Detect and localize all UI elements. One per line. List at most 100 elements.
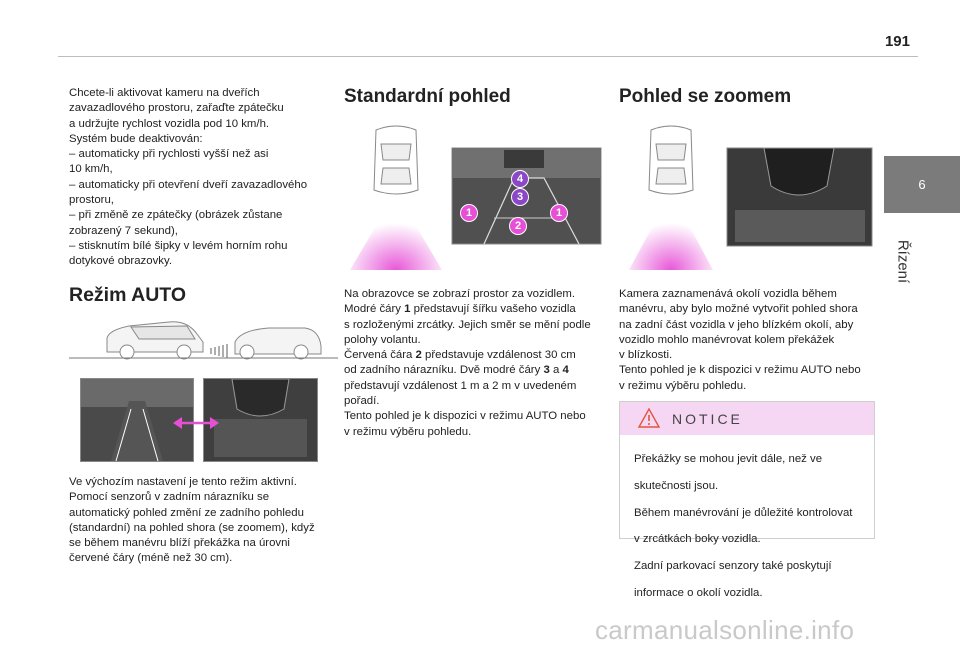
auto-mode-line: Ve výchozím nastavení je tento režim akt… xyxy=(69,476,297,488)
auto-mode-line: se během manévru blíží překážka na úrovn… xyxy=(69,537,290,550)
line-text: s rozloženými zrcátky. Jejich směr se mě… xyxy=(344,318,591,331)
standard-view-heading: Standardní pohled xyxy=(344,86,511,107)
intro-paragraph: Chcete-li aktivovat kameru na dveřích zav… xyxy=(69,86,339,270)
rear-camera-screen xyxy=(80,378,194,462)
chapter-title: Řízení xyxy=(893,218,913,308)
standard-view-line: od zadního nárazníku. Dvě modré čáry 3 a… xyxy=(344,363,606,378)
intro-line: – stisknutím bílé šipky v levém horním r… xyxy=(69,239,288,252)
line-text: představují šířku vašeho vozidla xyxy=(410,303,576,316)
intro-line: – automaticky při rychlosti vyšší než as… xyxy=(69,148,269,161)
notice-line: informace o okolí vozidla. xyxy=(634,586,763,599)
standard-view-line: Tento pohled je k dispozici v režimu AUT… xyxy=(344,409,606,424)
line-text: představuje vzdálenost 30 cm xyxy=(421,349,576,362)
auto-mode-heading: Režim AUTO xyxy=(69,284,187,306)
camera-field-glow xyxy=(629,192,713,270)
warning-icon xyxy=(638,408,660,428)
zoom-view-text: Kamera zaznamenává okolí vozidla během ma… xyxy=(619,287,881,394)
camera-field-glow xyxy=(350,192,442,270)
zoom-view-illustration xyxy=(629,125,873,270)
standard-view-line: představují vzdálenost 1 m a 2 m v uvede… xyxy=(344,379,606,394)
guide-line-marker: 1 xyxy=(460,204,478,222)
line-text: Červená čára xyxy=(344,349,416,362)
standard-view-paragraph: Na obrazovce se zobrazí prostor za vozid… xyxy=(344,287,606,440)
zoom-view-line: Tento pohled je k dispozici v režimu AUT… xyxy=(619,364,861,377)
auto-mode-paragraph: Ve výchozím nastavení je tento režim akt… xyxy=(69,475,339,567)
line-number-ref: 3 xyxy=(543,364,550,377)
line-text: polohy volantu. xyxy=(344,333,421,346)
intro-line: zobrazený 7 sekund), xyxy=(69,224,178,237)
intro-line: Chcete-li aktivovat kameru na dveřích xyxy=(69,87,260,99)
line-text: představují vzdálenost 1 m a 2 m v uvede… xyxy=(344,379,577,392)
auto-mode-line: červené čáry (méně než 30 cm). xyxy=(69,552,233,565)
top-view-image xyxy=(204,379,317,461)
switch-arrow-icon xyxy=(173,417,219,429)
line-number-ref: 4 xyxy=(562,364,569,377)
notice-header: NOTICE xyxy=(620,402,874,435)
notice-line: Překážky se mohou jevit dále, než ve xyxy=(634,453,823,466)
standard-view-line: Červená čára 2 představuje vzdálenost 30… xyxy=(344,348,606,363)
zoom-view-line: vozidlo mohlo manévrovat kolem překážek xyxy=(619,333,835,346)
intro-text: Chcete-li aktivovat kameru na dveřích zav… xyxy=(69,86,339,270)
line-text: Na obrazovce se zobrazí prostor za vozid… xyxy=(344,288,576,300)
line-text: pořadí. xyxy=(344,395,380,408)
car-top-icon xyxy=(373,125,419,195)
line-text: a xyxy=(549,364,563,377)
auto-mode-illustration xyxy=(69,321,338,360)
line-text: Tento pohled je k dispozici v režimu AUT… xyxy=(344,410,586,423)
car-top-icon xyxy=(648,125,694,195)
guide-line-marker: 1 xyxy=(550,204,568,222)
sensor-waves-icon xyxy=(210,344,228,358)
line-text: Modré čáry xyxy=(344,303,405,316)
standard-view-line: Modré čáry 1 představují šířku vašeho vo… xyxy=(344,302,606,317)
rear-view-image xyxy=(81,379,193,461)
line-number-ref: 1 xyxy=(404,303,411,316)
intro-line: zavazadlového prostoru, zařaďte zpátečku xyxy=(69,102,284,115)
guide-line-marker: 3 xyxy=(511,188,529,206)
auto-mode-line: automatický pohled změní ze zadního pohl… xyxy=(69,506,304,519)
notice-line: Zadní parkovací senzory také poskytují xyxy=(634,560,832,573)
guide-line-marker: 2 xyxy=(509,217,527,235)
chapter-tab[interactable]: 6 xyxy=(884,156,960,213)
notice-text: Překážky se mohou jevit dále, než ve skut… xyxy=(620,435,874,601)
watermark: carmanualsonline.info xyxy=(595,615,855,645)
line-text: od zadního nárazníku. Dvě modré čáry xyxy=(344,364,544,377)
intro-line: – při změně ze zpátečky (obrázek zůstane xyxy=(69,209,283,222)
zoom-view-line: na zadní část vozidla v jeho blízkém oko… xyxy=(619,318,854,331)
zoom-view-line: v režimu výběru pohledu. xyxy=(619,379,747,392)
obstacle-car-icon xyxy=(234,327,322,360)
auto-mode-line: Pomocí senzorů v zadním nárazníku se xyxy=(69,491,270,504)
standard-view-line: Na obrazovce se zobrazí prostor za vozid… xyxy=(344,287,606,302)
auto-mode-text: Ve výchozím nastavení je tento režim akt… xyxy=(69,475,339,567)
zoom-view-line: Kamera zaznamenává okolí vozidla během xyxy=(619,288,837,300)
notice-line: Během manévrování je důležité kontrolova… xyxy=(634,506,853,519)
standard-view-text: Na obrazovce se zobrazí prostor za vozid… xyxy=(344,287,606,440)
line-number-ref: 2 xyxy=(415,349,422,362)
zoom-view-paragraph: Kamera zaznamenává okolí vozidla během ma… xyxy=(619,287,881,394)
zoom-view-heading: Pohled se zoomem xyxy=(619,86,792,107)
car-side-icon xyxy=(106,321,204,360)
zoom-view-line: v blízkosti. xyxy=(619,349,673,362)
intro-line: a udržujte rychlost vozidla pod 10 km/h. xyxy=(69,117,270,130)
auto-mode-line: (standardní) na pohled shora (se zoomem)… xyxy=(69,521,315,534)
top-camera-screen xyxy=(203,378,318,462)
notice-line: v zrcátkách boky vozidla. xyxy=(634,533,761,546)
chapter-title-text: Řízení xyxy=(894,239,912,284)
intro-line: 10 km/h, xyxy=(69,163,113,176)
header-divider xyxy=(58,56,918,57)
intro-line: – automaticky při otevření dveří zavazad… xyxy=(69,178,308,191)
standard-view-line: s rozloženými zrcátky. Jejich směr se mě… xyxy=(344,318,606,333)
intro-line: prostoru, xyxy=(69,194,114,207)
notice-title: NOTICE xyxy=(672,411,743,427)
zoom-view-line: manévru, aby bylo možné vytvořit pohled … xyxy=(619,303,858,316)
standard-view-line: pořadí. xyxy=(344,394,606,409)
guide-line-marker: 4 xyxy=(511,170,529,188)
notice-box: NOTICE Překážky se mohou jevit dále, než… xyxy=(619,401,875,599)
line-text: v režimu výběru pohledu. xyxy=(344,425,472,438)
standard-view-line: polohy volantu. xyxy=(344,333,606,348)
standard-view-line: v režimu výběru pohledu. xyxy=(344,425,606,440)
intro-line: dotykové obrazovky. xyxy=(69,255,172,268)
notice-line: skutečnosti jsou. xyxy=(634,480,719,493)
page-number: 191 xyxy=(884,33,910,50)
intro-line: Systém bude deaktivován: xyxy=(69,132,203,145)
standard-view-illustration xyxy=(350,125,602,270)
